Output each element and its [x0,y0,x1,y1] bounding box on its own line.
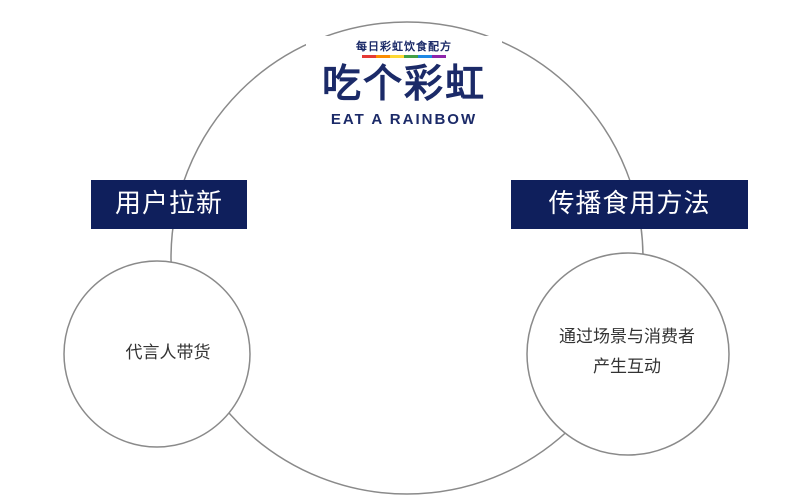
logo-stripe [432,55,446,58]
logo-stripe [418,55,432,58]
right-circle-line-1: 通过场景与消费者 [559,327,695,347]
logo: 每日彩虹饮食配方 吃个彩虹 EAT A RAINBOW [306,36,502,146]
left-circle-text: 代言人带货 [90,338,246,368]
right-circle [526,252,730,456]
right-circle-text: 通过场景与消费者 产生互动 [527,322,727,382]
right-circle-line-2: 产生互动 [593,357,661,377]
left-circle-line: 代言人带货 [125,343,211,363]
label-user-acquisition: 用户拉新 [91,180,247,229]
logo-subtitle: EAT A RAINBOW [330,111,478,128]
logo-title: 吃个彩虹 [321,62,486,107]
logo-stripe [362,55,376,58]
logo-tagline: 每日彩虹饮食配方 [356,40,452,53]
logo-stripe [390,55,404,58]
logo-rainbow-stripes [306,55,502,58]
left-circle [63,260,251,448]
label-spread-usage: 传播食用方法 [511,180,748,229]
logo-stripe [404,55,418,58]
logo-stripe [376,55,390,58]
